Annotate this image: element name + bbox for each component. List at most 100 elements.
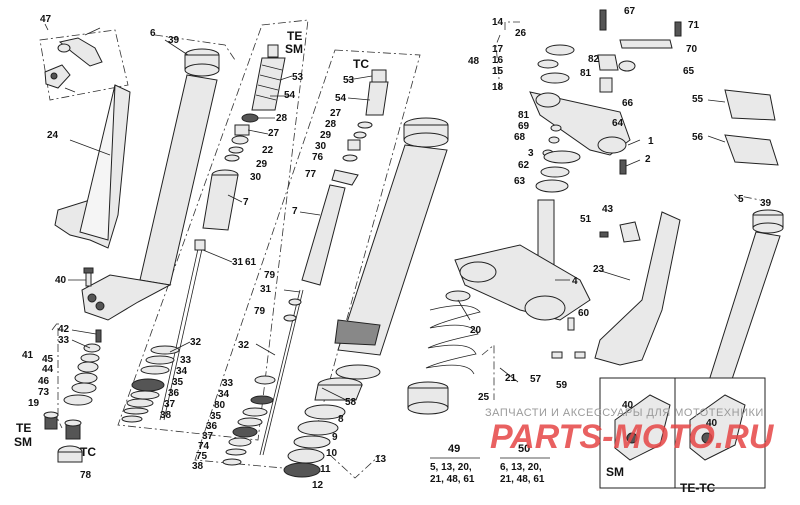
part-number: 28 xyxy=(325,119,337,130)
part-number: 59 xyxy=(556,380,568,391)
part-number: 63 xyxy=(514,176,526,187)
part-number: 64 xyxy=(612,118,624,129)
part-number: 6 xyxy=(150,28,156,39)
part-number: 2 xyxy=(645,154,651,165)
part-number: 30 xyxy=(315,141,327,152)
part-number: 9 xyxy=(332,432,338,443)
part-number: 32 xyxy=(190,337,202,348)
part-number: 60 xyxy=(578,308,590,319)
watermark-logo: PARTS-MOTO.RU xyxy=(490,418,775,456)
kit-50: 50 6, 13, 20, 21, 48, 61 xyxy=(500,443,550,485)
group-48-outline xyxy=(495,34,501,91)
part-number: 33 xyxy=(222,378,234,389)
part-number: 37 xyxy=(202,431,214,442)
part-number: 27 xyxy=(330,108,342,119)
section-labels: TE SM TC TE SM TC SM TE-TC xyxy=(14,29,716,495)
part-number: 76 xyxy=(312,152,324,163)
part-number: 7 xyxy=(292,206,298,217)
part-number: 45 xyxy=(42,354,54,365)
handlebar-clamps xyxy=(597,9,682,93)
part-number: 19 xyxy=(28,398,40,409)
part-number: 77 xyxy=(305,169,317,180)
part-number: 40 xyxy=(622,400,634,411)
part-number: 70 xyxy=(686,44,698,55)
part-number: 35 xyxy=(172,377,184,388)
part-number: 53 xyxy=(343,75,355,86)
part-number: 39 xyxy=(168,35,180,46)
group-41-outline xyxy=(51,320,63,429)
part-number: 14 xyxy=(492,17,504,28)
part-number: 71 xyxy=(688,20,700,31)
part-number: 46 xyxy=(38,376,50,387)
part-number: 82 xyxy=(588,54,600,65)
section-label: TC xyxy=(353,57,369,71)
part-number: 33 xyxy=(58,335,70,346)
part-number: 31 xyxy=(260,284,272,295)
part-number: 53 xyxy=(292,72,304,83)
group-21-outline xyxy=(481,344,495,400)
pads-55-56 xyxy=(724,89,779,166)
part-number: 48 xyxy=(468,56,480,67)
part-number: 67 xyxy=(624,6,636,17)
part-number: 13 xyxy=(375,454,387,465)
part-number: 65 xyxy=(683,66,695,77)
part-number: 37 xyxy=(164,399,176,410)
part-number: 39 xyxy=(760,198,772,209)
axle-clamp-boxes xyxy=(599,377,766,489)
kit-contents: 21, 48, 61 xyxy=(430,474,475,485)
part-number: 47 xyxy=(40,14,52,25)
part-number: 40 xyxy=(55,275,67,286)
section-label: SM xyxy=(285,42,303,56)
watermark: ЗАПЧАСТИ И АКСЕССУАРЫ ДЛЯ МОТОТЕХНИКИ PA… xyxy=(485,407,775,456)
left-fork-tube-6 xyxy=(81,48,220,321)
group-6-outline xyxy=(154,34,236,61)
part-number: 7 xyxy=(243,197,249,208)
part-number: 74 xyxy=(198,441,210,452)
part-number: 31 xyxy=(232,257,244,268)
seal-kit-41 xyxy=(63,329,102,406)
caps-19 xyxy=(43,411,83,463)
bolt-40-left xyxy=(83,267,94,287)
group-13-outline xyxy=(329,454,381,479)
section-label: TE-TC xyxy=(680,481,716,495)
group-61-te-sm-outline xyxy=(117,19,309,441)
part-number: 11 xyxy=(320,464,331,475)
part-number: 15 xyxy=(492,66,504,77)
kit-number: 49 xyxy=(448,443,460,455)
fork-guard-24 xyxy=(54,84,131,249)
kit-contents: 21, 48, 61 xyxy=(500,474,545,485)
part-number: 57 xyxy=(530,374,542,385)
part-number: 44 xyxy=(42,364,54,375)
part-number: 42 xyxy=(58,324,70,335)
part-number: 33 xyxy=(180,355,192,366)
section-label: TE xyxy=(16,421,31,435)
part-number: 80 xyxy=(214,400,226,411)
part-number: 62 xyxy=(518,160,530,171)
kit-49: 49 5, 13, 20, 21, 48, 61 xyxy=(430,443,480,485)
part-number: 18 xyxy=(492,82,504,93)
watermark-text: ЗАПЧАСТИ И АКСЕССУАРЫ ДЛЯ МОТОТЕХНИКИ xyxy=(485,407,764,419)
part-number: 58 xyxy=(345,397,357,408)
outer-tube-13 xyxy=(283,117,449,478)
part-number: 36 xyxy=(206,421,218,432)
part-number: 1 xyxy=(648,136,654,147)
part-number: 73 xyxy=(38,387,50,398)
part-number: 5 xyxy=(738,194,744,205)
part-number: 21 xyxy=(505,373,517,384)
spring-20 xyxy=(407,290,481,415)
part-number: 22 xyxy=(262,145,274,156)
part-number: 34 xyxy=(176,366,188,377)
part-number: 79 xyxy=(264,270,276,281)
part-number: 61 xyxy=(245,257,257,268)
group-14-outline xyxy=(504,21,520,30)
part-number: 55 xyxy=(692,94,704,105)
part-number: 40 xyxy=(706,418,718,429)
part-number: 12 xyxy=(312,480,324,491)
part-number: 81 xyxy=(580,68,592,79)
part-number: 54 xyxy=(335,93,347,104)
part-number: 75 xyxy=(196,451,208,462)
part-number: 54 xyxy=(284,90,296,101)
part-number: 28 xyxy=(276,113,288,124)
